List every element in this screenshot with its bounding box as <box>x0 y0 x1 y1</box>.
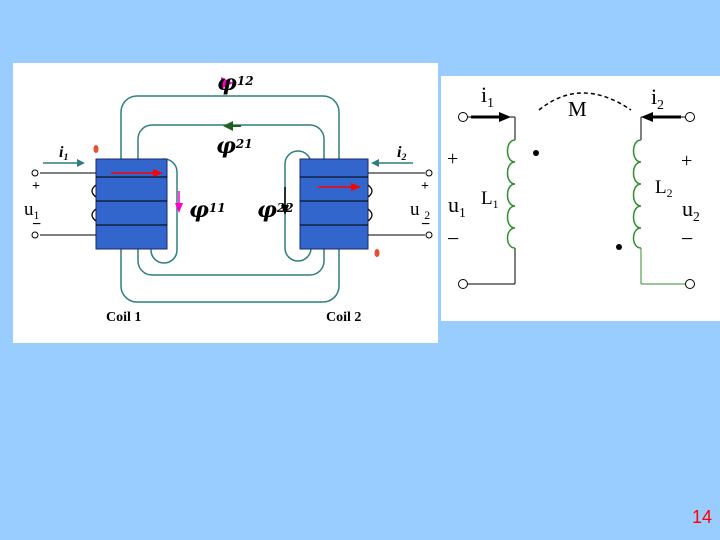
voltage-u1-label: u1 <box>448 192 466 220</box>
plus-sign-left: + <box>447 148 459 170</box>
terminal-circle-icon <box>458 112 468 122</box>
flux-21-arrow-icon <box>223 121 241 131</box>
flux-phi22-label: φ22 <box>257 197 294 223</box>
minus-sign-left: − <box>32 216 42 233</box>
polarity-dot-icon <box>93 145 99 153</box>
flux-phi12-label: φ12 <box>217 70 254 96</box>
voltage-u1-label: u1 <box>24 199 40 223</box>
minus-sign-right: − <box>681 226 694 251</box>
polarity-dot-icon <box>374 249 380 257</box>
flux-phi11-label: φ11 <box>189 197 226 223</box>
flux-12-arrow-icon <box>221 77 233 89</box>
current-arrow-icon <box>471 112 511 122</box>
mutual-inductance-label: M <box>568 97 587 121</box>
coupled-coils-drawing <box>31 77 433 303</box>
plus-sign-right: + <box>421 179 429 194</box>
current-i2-label: i2 <box>651 84 664 112</box>
core-flux-arrow-icon <box>318 183 361 191</box>
terminal-circle-icon <box>425 231 433 239</box>
current-i1-label: i1 <box>59 144 69 164</box>
inductor-l1-coil <box>506 139 516 249</box>
plus-sign-left: + <box>32 179 40 194</box>
terminal-circle-icon <box>425 169 433 177</box>
inductor-l2-coil <box>632 139 642 249</box>
coupled-coils-diagram: i1 i2 + u1 − + u 2 − φ12 φ21 φ11 φ22 Coi… <box>13 63 438 343</box>
voltage-u2-label: u2 <box>682 196 700 224</box>
inductor-l2-label: L2 <box>655 177 673 201</box>
flux-phi21-label: φ21 <box>216 133 253 159</box>
mutual-inductance-drawing <box>458 92 695 289</box>
minus-sign-right: − <box>421 216 431 233</box>
coil-2-label: Coil 2 <box>326 310 362 325</box>
core-flux-arrow-icon <box>111 169 163 177</box>
current-i1-label: i1 <box>481 82 494 110</box>
current-arrow-icon <box>43 159 85 167</box>
polarity-dot-icon <box>533 150 539 156</box>
current-arrow-icon <box>641 112 681 122</box>
coupling-arc <box>538 92 632 111</box>
flux-22-arrow-icon <box>281 187 289 215</box>
terminal-circle-icon <box>458 279 468 289</box>
terminal-circle-icon <box>685 279 695 289</box>
mutual-inductance-circuit: i1 i2 M + u1 − L1 + L2 u2 − <box>441 76 720 321</box>
voltage-u2-label: u 2 <box>410 199 431 223</box>
terminal-circle-icon <box>31 231 39 239</box>
current-i2-label: i2 <box>397 144 407 164</box>
polarity-dot-icon <box>616 244 622 250</box>
current-arrow-icon <box>371 159 413 167</box>
terminal-circle-icon <box>31 169 39 177</box>
flux-11-arrow-icon <box>175 191 183 213</box>
coil-2-body <box>299 158 369 250</box>
plus-sign-right: + <box>681 150 693 172</box>
terminal-circle-icon <box>685 112 695 122</box>
coil-1-label: Coil 1 <box>106 310 142 325</box>
slide-number: 14 <box>691 507 712 527</box>
minus-sign-left: − <box>447 226 460 251</box>
inductor-l1-label: L1 <box>481 188 499 212</box>
